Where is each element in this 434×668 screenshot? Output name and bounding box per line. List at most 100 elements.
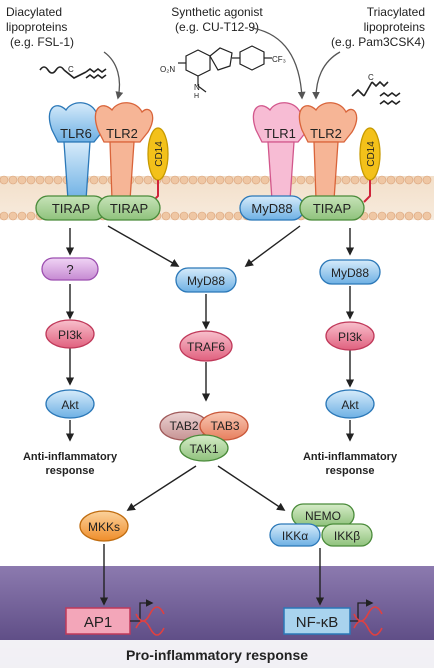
- lipid-head-top: [170, 175, 180, 185]
- lipid-head-top: [305, 175, 315, 185]
- lipid-head-bottom: [233, 211, 243, 221]
- myd88-membrane: MyD88: [239, 195, 305, 221]
- tirap-left-2-label: TIRAP: [110, 201, 148, 216]
- myd88-right-label: MyD88: [331, 266, 369, 280]
- lipid-head-top: [224, 175, 234, 185]
- ikkb-node: [321, 523, 373, 547]
- lipid-head-top: [395, 175, 405, 185]
- lipid-head-top: [44, 175, 54, 185]
- cd14-left-label: CD14: [154, 141, 165, 167]
- mkks-label: MKKs: [88, 520, 120, 534]
- source-right-line3: (e.g. Pam3CSK4): [331, 35, 425, 49]
- source-right-line2: lipoproteins: [364, 20, 425, 34]
- lipid-head-top: [350, 175, 360, 185]
- cd14-left: CD14: [147, 127, 169, 203]
- lipid-head-top: [8, 175, 18, 185]
- molecule-h: H: [194, 93, 199, 100]
- ap1-label: AP1: [84, 614, 112, 631]
- molecule-no2: O₂N: [160, 65, 175, 74]
- svg-text:C: C: [368, 73, 374, 82]
- tlr6-label: TLR6: [60, 126, 92, 141]
- lipid-head-top: [233, 175, 243, 185]
- lipid-head-top: [0, 175, 9, 185]
- akt-left-node: Akt: [45, 389, 95, 419]
- lipid-head-bottom: [395, 211, 405, 221]
- myd88-center-label: MyD88: [187, 274, 225, 288]
- lipid-head-bottom: [413, 211, 423, 221]
- source-left-line1: Diacylated: [6, 5, 62, 19]
- pro-inflammatory-label: Pro-inflammatory response: [126, 647, 308, 663]
- anti-inflammatory-right-line2: response: [326, 465, 375, 477]
- lipid-head-top: [179, 175, 189, 185]
- tlr2-left-label: TLR2: [106, 126, 138, 141]
- nfkb-label: NF-κB: [296, 614, 339, 631]
- arrow-tak1-to-ikk: [217, 465, 286, 511]
- triacyl-lipopeptide-icon: C: [351, 73, 401, 105]
- lipid-head-bottom: [179, 211, 189, 221]
- lipid-head-bottom: [206, 211, 216, 221]
- lipid-head-top: [143, 175, 153, 185]
- arrow-membrane-to-myd88-center: [244, 225, 301, 267]
- tirap-left-1: TIRAP: [35, 195, 107, 221]
- lipid-head-top: [242, 175, 252, 185]
- ikka-node: [269, 523, 321, 547]
- lipid-head-top: [386, 175, 396, 185]
- lipid-head-top: [215, 175, 225, 185]
- lipid-head-bottom: [26, 211, 36, 221]
- ligand-arrows: [103, 27, 341, 100]
- nemo-label: NEMO: [305, 509, 341, 523]
- cu-t12-9-molecule-icon: O₂N N H CF₃: [160, 45, 286, 100]
- myd88-membrane-label: MyD88: [251, 201, 292, 216]
- myd88-center-node: MyD88: [175, 267, 237, 293]
- lipid-head-bottom: [161, 211, 171, 221]
- lipid-head-top: [89, 175, 99, 185]
- anti-inflammatory-left-line1: Anti-inflammatory: [23, 451, 118, 463]
- ap1-factor: AP1: [65, 599, 165, 636]
- source-mid-line1: Synthetic agonist: [171, 5, 263, 19]
- lipid-head-top: [251, 175, 261, 185]
- lipid-head-bottom: [224, 211, 234, 221]
- lipid-head-top: [161, 175, 171, 185]
- anti-inflammatory-right-line1: Anti-inflammatory: [303, 451, 398, 463]
- arrow-tak1-to-mkks: [126, 465, 197, 511]
- lipid-head-bottom: [215, 211, 225, 221]
- tlr1-label: TLR1: [264, 126, 296, 141]
- anti-inflammatory-left-line2: response: [46, 465, 95, 477]
- lipid-head-top: [377, 175, 387, 185]
- pi3k-right-node: PI3k: [325, 321, 375, 351]
- lipid-head-bottom: [188, 211, 198, 221]
- nfkb-factor: NF-κB: [283, 599, 383, 636]
- arrow-diacyl-to-tlr2: [103, 51, 124, 100]
- akt-left-label: Akt: [61, 398, 79, 412]
- tak1-label: TAK1: [189, 442, 218, 456]
- lipid-head-top: [260, 175, 270, 185]
- lipid-head-bottom: [404, 211, 414, 221]
- mkks-node: MKKs: [79, 510, 129, 542]
- arrow-agonist-to-left-receptor: [251, 27, 306, 100]
- lipid-head-top: [188, 175, 198, 185]
- lipid-head-top: [98, 175, 108, 185]
- lipid-head-bottom: [8, 211, 18, 221]
- ap1-promoter-arrow-icon: [130, 599, 154, 622]
- tirap-left-2: TIRAP: [97, 195, 161, 221]
- tlr2-left-receptor: TLR2: [94, 102, 154, 201]
- lipid-head-bottom: [17, 211, 27, 221]
- diacyl-lipopeptide-icon: C: [39, 65, 107, 79]
- ikka-label: IKKα: [282, 529, 308, 543]
- tlr2-right-receptor: TLR2: [298, 102, 358, 201]
- source-mid-line2: (e.g. CU-T12-9): [175, 20, 259, 34]
- ap1-dna-icon: [135, 606, 165, 636]
- akt-right-node: Akt: [325, 389, 375, 419]
- source-labels: Diacylated lipoproteins (e.g. FSL-1) Syn…: [6, 5, 425, 49]
- lipid-head-top: [413, 175, 423, 185]
- svg-text:C: C: [68, 65, 74, 74]
- pi3k-left-label: PI3k: [58, 328, 83, 342]
- tirap-right: TIRAP: [299, 195, 365, 221]
- molecule-nh: N: [194, 83, 200, 92]
- molecule-cf3: CF₃: [272, 55, 286, 64]
- tirap-right-label: TIRAP: [313, 201, 351, 216]
- lipid-head-bottom: [422, 211, 432, 221]
- lipid-head-bottom: [170, 211, 180, 221]
